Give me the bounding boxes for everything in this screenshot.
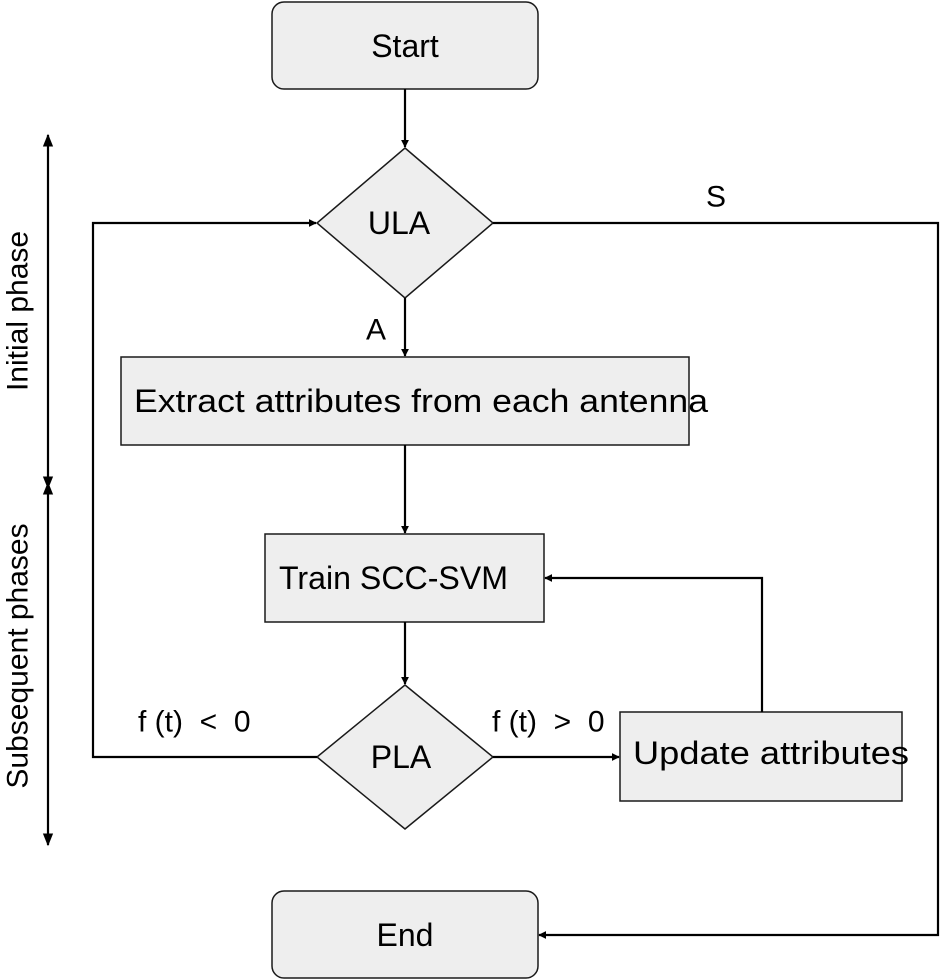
update-attributes-node: Update attributes <box>619 711 909 802</box>
extract-attributes-label: Extract attributes from each antenna <box>134 383 708 419</box>
arrow-update-to-train <box>544 574 764 712</box>
train-svm-shape <box>264 533 545 623</box>
extract-attributes-node: Extract attributes from each antenna <box>120 356 708 446</box>
extract-attributes-shape <box>120 356 690 446</box>
end-node: End <box>271 890 539 979</box>
end-node-label: End <box>377 917 434 953</box>
pla-decision-node: PLA <box>315 684 495 830</box>
update-attributes-label: Update attributes <box>633 735 909 771</box>
arrow-ula-to-end <box>493 221 940 939</box>
train-svm-label: Train SCC-SVM <box>279 560 508 596</box>
pla-decision-label: PLA <box>371 739 432 775</box>
edge-label-a: A <box>366 314 386 347</box>
start-node: Start <box>271 1 539 90</box>
update-attributes-shape <box>619 711 903 802</box>
arrow-pla-loop-to-ula <box>91 219 317 759</box>
subsequent-phases-label: Subsequent phases <box>2 523 35 788</box>
ula-decision-node: ULA <box>315 147 495 299</box>
edge-label-s: S <box>706 181 726 214</box>
pla-decision-shape <box>315 684 495 830</box>
start-node-label: Start <box>371 28 439 64</box>
edge-label-f-greater-than-zero: f (t) > 0 <box>492 706 605 739</box>
train-svm-node: Train SCC-SVM <box>264 533 545 623</box>
ula-decision-label: ULA <box>368 205 431 241</box>
edge-label-f-less-than-zero: f (t) < 0 <box>138 706 251 739</box>
end-node-shape <box>271 890 539 979</box>
initial-phase-label: Initial phase <box>2 231 35 391</box>
